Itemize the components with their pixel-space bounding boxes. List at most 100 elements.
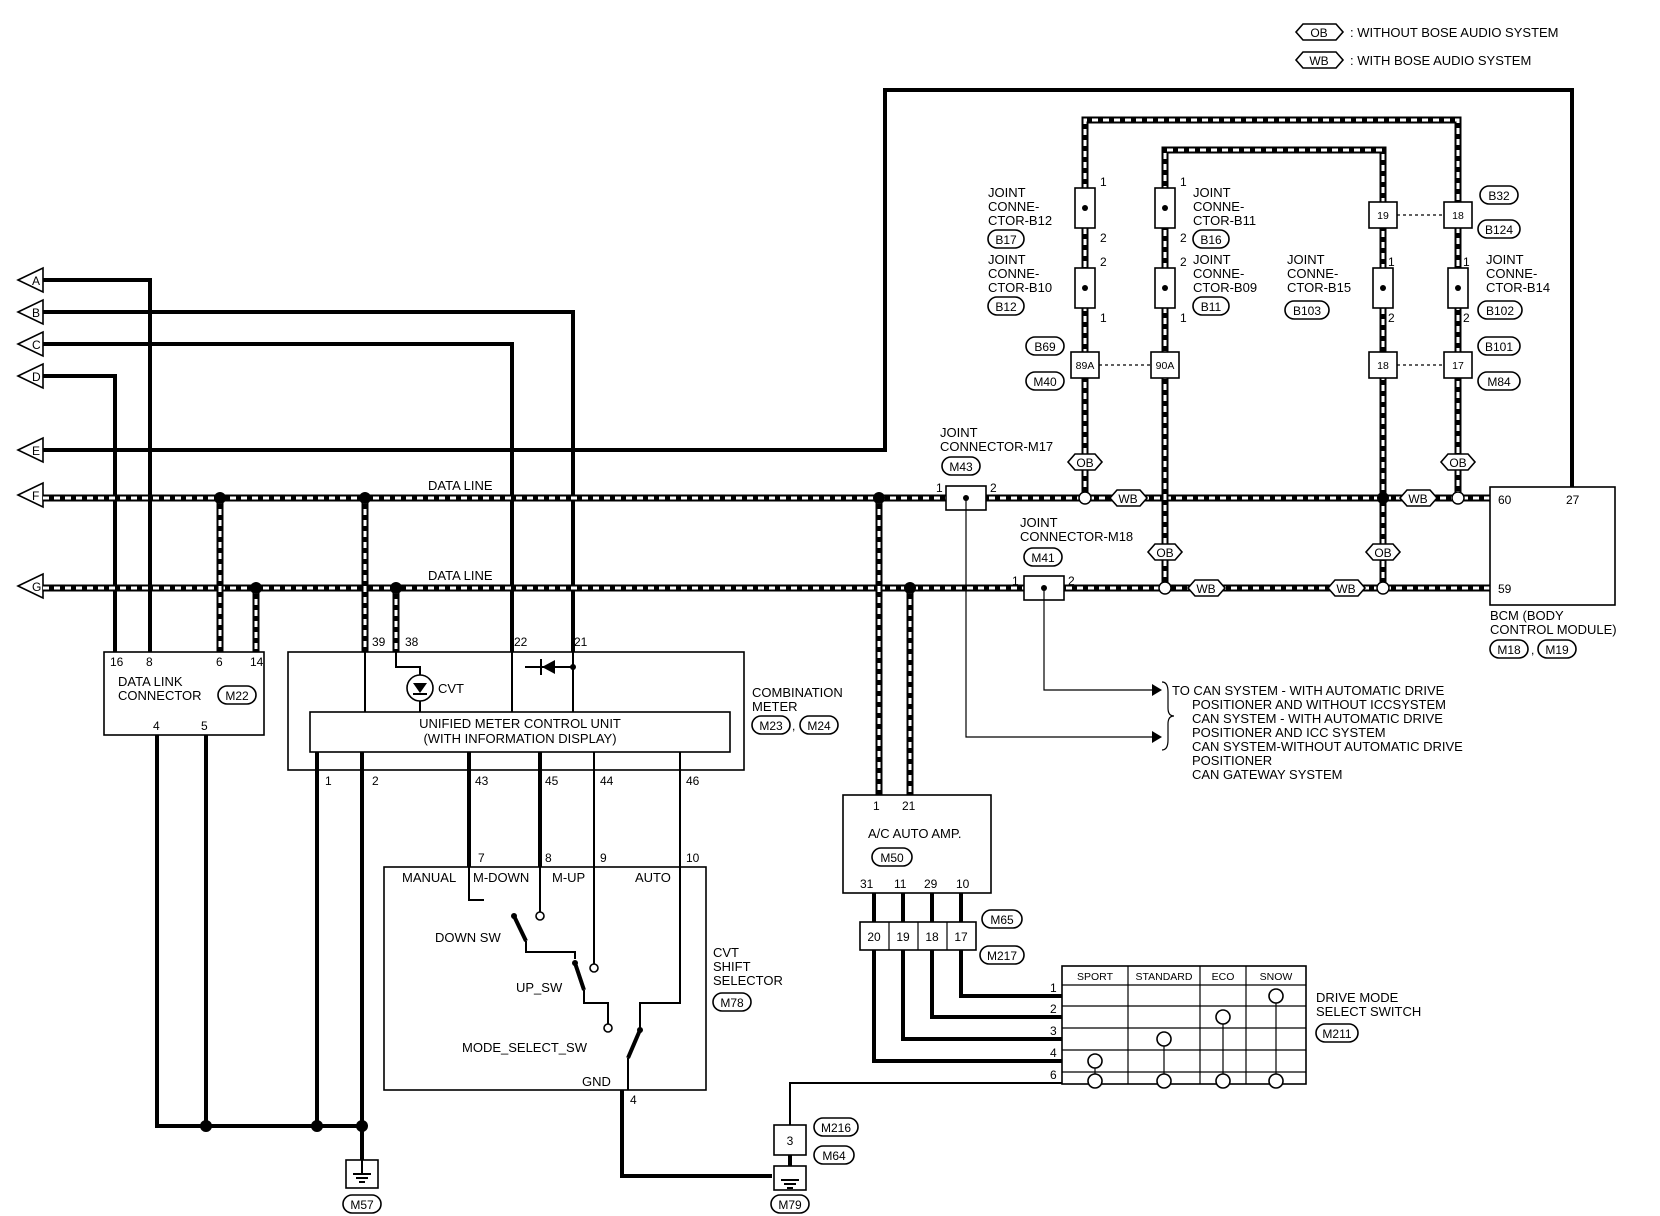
can-note-1: TO CAN SYSTEM - WITH AUTOMATIC DRIVE (1172, 683, 1445, 698)
b14-code: B102 (1486, 304, 1514, 318)
b11-code: B16 (1200, 233, 1222, 247)
code-b101: B101 (1485, 340, 1513, 354)
tag-ob-b12: OB (1076, 456, 1093, 470)
tag-ob-b14: OB (1449, 456, 1466, 470)
sel-up-sw: UP_SW (516, 980, 563, 995)
meter-pin-43: 43 (475, 774, 489, 788)
ac-pin-21: 21 (902, 799, 916, 813)
ground-m216: M216 (821, 1121, 851, 1135)
can-note-4: POSITIONER AND ICC SYSTEM (1192, 725, 1386, 740)
pin-label: 2 (1463, 311, 1470, 325)
bcm-code-2: M19 (1545, 643, 1569, 657)
dm-col-standard: STANDARD (1136, 971, 1193, 983)
inline-17: 17 (1452, 360, 1464, 372)
code-m40: M40 (1033, 375, 1057, 389)
legend-ob-tag: OB (1310, 26, 1327, 40)
dm-row-2: 2 (1050, 1002, 1057, 1016)
sel-label-1: CVT (713, 945, 739, 960)
b10-code: B12 (995, 300, 1017, 314)
offpage-d: D (32, 370, 41, 384)
offpage-a: A (32, 274, 40, 288)
code-m84: M84 (1487, 375, 1511, 389)
dm-col-sport: SPORT (1077, 971, 1114, 983)
dlc-pin-16: 16 (110, 655, 124, 669)
code-b69: B69 (1034, 340, 1056, 354)
dm-row-6: 6 (1050, 1068, 1057, 1082)
ac-inline-20: 20 (867, 930, 881, 944)
meter-code-2: M24 (807, 719, 831, 733)
ac-inline-19: 19 (896, 930, 910, 944)
ac-inline-18: 18 (925, 930, 939, 944)
inline-89a: 89A (1076, 360, 1095, 372)
pin-label: 2 (1068, 574, 1075, 588)
ac-pin-1: 1 (873, 799, 880, 813)
dm-label-1: DRIVE MODE (1316, 990, 1399, 1005)
b10-label-1: JOINT (988, 252, 1026, 267)
pin-label: 1 (1012, 574, 1019, 588)
can-note-2: POSITIONER AND WITHOUT ICCSYSTEM (1192, 697, 1446, 712)
sel-pin-9: 9 (600, 851, 607, 865)
meter-pin-45: 45 (545, 774, 559, 788)
meter-unit-2: (WITH INFORMATION DISPLAY) (423, 731, 616, 746)
dlc-pin-6: 6 (216, 655, 223, 669)
m18-code: M41 (1031, 551, 1055, 565)
b15-label-1: JOINT (1287, 252, 1325, 267)
dm-col-eco: ECO (1212, 971, 1235, 983)
pin-label: 1 (1463, 255, 1470, 269)
sel-manual: MANUAL (402, 870, 456, 885)
bcm: 60 27 59 BCM (BODY CONTROL MODULE) M18 ,… (1489, 486, 1617, 659)
ac-code: M50 (880, 851, 904, 865)
pin-label: 2 (1388, 311, 1395, 325)
ac-pin-31: 31 (860, 877, 874, 891)
tag-wb-f1: WB (1118, 492, 1137, 506)
pin-label: 2 (1100, 255, 1107, 269)
joint-m17-m18: JOINT CONNECTOR-M17 M43 1 2 JOINT CONNEC… (936, 425, 1463, 782)
bcm-pin-27: 27 (1566, 493, 1580, 507)
offpage-e: E (32, 444, 40, 458)
ac-code-m65: M65 (990, 913, 1014, 927)
meter-pin-38: 38 (405, 635, 419, 649)
pin-label: 2 (990, 481, 997, 495)
inline-18b: 18 (1377, 360, 1389, 372)
inline-19: 19 (1377, 210, 1389, 222)
b09-label-2: CONNE- (1193, 266, 1244, 281)
sel-pin-8: 8 (545, 851, 552, 865)
b09-code: B11 (1201, 300, 1222, 314)
upper-joint-connectors: 89A 1 2 2 1 90A 1 2 2 1 19 18 1 2 18 17 … (987, 175, 1550, 391)
b14-label-2: CONNE- (1486, 266, 1537, 281)
offpage-b: B (32, 306, 40, 320)
legend-wb-tag: WB (1309, 54, 1328, 68)
b11-label-2: CONNE- (1193, 199, 1244, 214)
b15-label-2: CONNE- (1287, 266, 1338, 281)
dlc-code: M22 (225, 689, 249, 703)
dlc-label-1: DATA LINK (118, 674, 183, 689)
pin-label: 1 (1180, 175, 1187, 189)
b14-label-3: CTOR-B14 (1486, 280, 1550, 295)
bcm-label-2: CONTROL MODULE) (1490, 622, 1617, 637)
b10-label-3: CTOR-B10 (988, 280, 1052, 295)
m17-label-1: JOINT (940, 425, 978, 440)
dm-label-2: SELECT SWITCH (1316, 1004, 1421, 1019)
meter-pin-22: 22 (514, 635, 528, 649)
drive-mode-switch: SPORT STANDARD ECO SNOW 1 2 3 4 6 DRIVE … (789, 965, 1421, 1125)
meter-pin-39: 39 (372, 635, 386, 649)
inline-18a: 18 (1452, 210, 1464, 222)
dm-row-1: 1 (1050, 981, 1057, 995)
sel-pin-7: 7 (478, 851, 485, 865)
dlc-pin-14: 14 (250, 655, 264, 669)
grounds: M57 3 M216 M64 M79 (342, 1117, 859, 1214)
svg-text:,: , (792, 719, 795, 733)
meter-unit-1: UNIFIED METER CONTROL UNIT (419, 716, 621, 731)
b12-label-2: CONNE- (988, 199, 1039, 214)
b12-label-1: JOINT (988, 185, 1026, 200)
ac-inline-17: 17 (954, 930, 968, 944)
junction-dots (200, 491, 1465, 1132)
b11-label-1: JOINT (1193, 185, 1231, 200)
dm-code: M211 (1322, 1027, 1351, 1041)
tag-wb-f2: WB (1408, 492, 1427, 506)
pin-label: 2 (1100, 231, 1107, 245)
data-line-label-f: DATA LINE (428, 478, 493, 493)
ac-pin-10: 10 (956, 877, 970, 891)
offpage-f: F (32, 489, 39, 503)
